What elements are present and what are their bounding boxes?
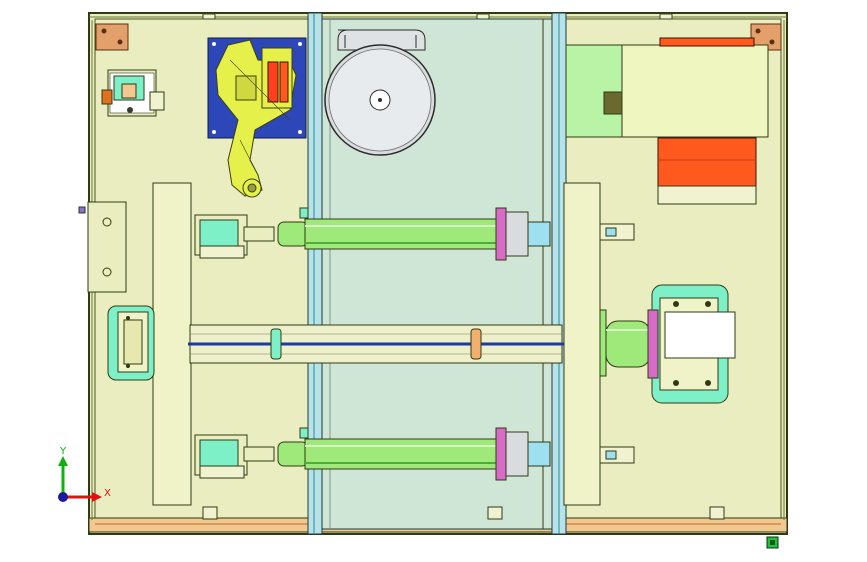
robot-arm[interactable] — [207, 37, 307, 198]
corner-bracket-top-left — [95, 23, 129, 51]
left-vertical-beam — [152, 182, 192, 506]
rail-clamp-left[interactable] — [107, 305, 155, 381]
right-clip-upper — [599, 223, 635, 241]
y-axis-arrowhead — [58, 456, 68, 466]
chuck-assembly[interactable] — [599, 284, 736, 404]
bottom-brackets — [202, 506, 725, 520]
x-axis-arrowhead — [92, 492, 102, 502]
y-axis-label: Y — [59, 446, 67, 457]
right-vertical-beam — [563, 182, 601, 506]
roller-upper[interactable] — [194, 207, 551, 261]
turntable-disc[interactable] — [324, 29, 436, 156]
axis-triad[interactable]: Y X — [58, 446, 111, 502]
status-indicator-icon[interactable] — [766, 536, 779, 549]
sensor-module[interactable] — [101, 69, 165, 117]
motor-block[interactable] — [565, 44, 769, 138]
top-tabs — [202, 13, 673, 20]
axis-origin — [58, 492, 68, 502]
right-clip-lower — [599, 446, 635, 464]
left-wall-bracket — [78, 201, 127, 293]
cross-rail — [188, 324, 566, 364]
roller-lower[interactable] — [194, 427, 551, 481]
x-axis-label: X — [104, 488, 111, 499]
orange-enclosure[interactable] — [657, 37, 757, 205]
